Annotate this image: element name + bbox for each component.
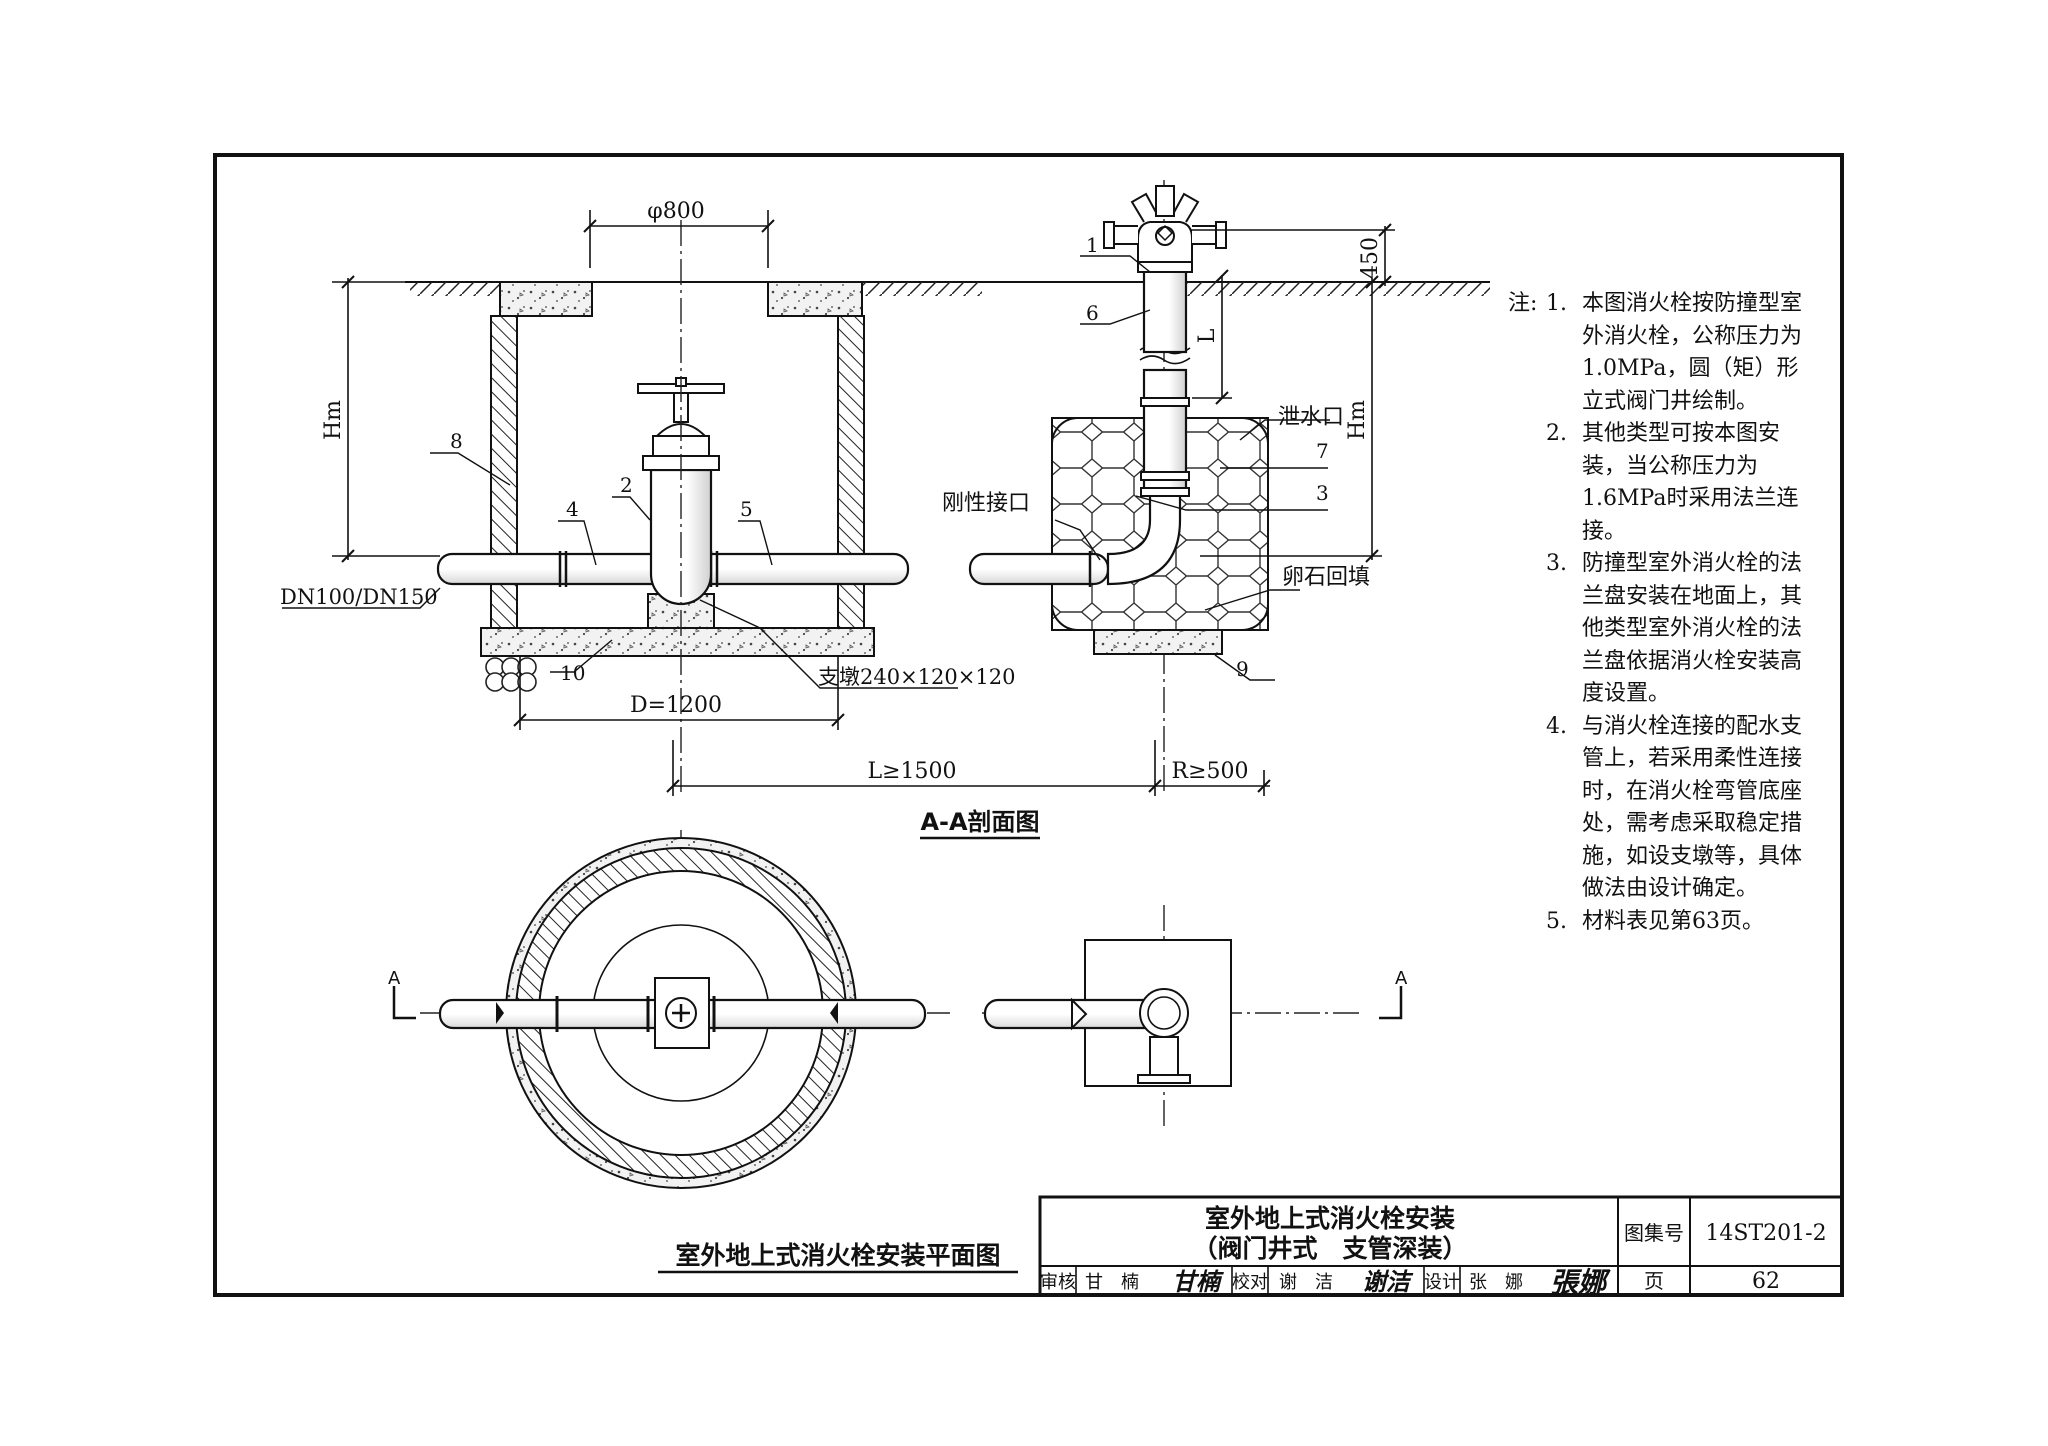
note-number: 3.: [1546, 551, 1567, 576]
designer-signature: 張娜: [1550, 1266, 1611, 1299]
rigid-joint-label: 刚性接口: [942, 491, 1030, 516]
callout-8: 8: [450, 429, 463, 453]
note-text: 与消火栓连接的配水支管上，若采用柔性连接时，在消火栓弯管底座处，需考虑采取稳定措…: [1582, 713, 1803, 902]
checker-signature: 谢洁: [1362, 1267, 1414, 1296]
callout-4: 4: [566, 497, 579, 521]
callout-3: 3: [1316, 481, 1329, 505]
notes-list: 1. 本图消火栓按防撞型室外消火栓，公称压力为1.0MPa，圆（矩）形立式阀门井绘…: [1508, 288, 1808, 938]
dim-phi-text: φ800: [647, 199, 704, 224]
section-mark-left: A: [388, 968, 401, 989]
leader-lines: [282, 255, 1330, 689]
reviewer-name: 甘 楠: [1085, 1272, 1139, 1293]
check-label: 校对: [1232, 1272, 1268, 1293]
checker-name: 谢 洁: [1279, 1272, 1333, 1293]
callout-6: 6: [1086, 301, 1099, 325]
dim-hm-left-text: Hm: [321, 400, 346, 440]
plan-title: 室外地上式消火栓安装平面图: [675, 1241, 1000, 1270]
note-item: 1. 本图消火栓按防撞型室外消火栓，公称压力为1.0MPa，圆（矩）形立式阀门井绘…: [1546, 288, 1808, 418]
note-item: 4. 与消火栓连接的配水支管上，若采用柔性连接时，在消火栓弯管底座处，需考虑采取稳…: [1546, 711, 1808, 906]
plan-view: [392, 837, 1403, 1189]
note-number: 2.: [1546, 421, 1567, 446]
atlas-label: 图集号: [1624, 1221, 1684, 1245]
section-mark-right: A: [1395, 968, 1408, 989]
note-item: 3. 防撞型室外消火栓的法兰盘安装在地面上，其他类型室外消火栓的法兰盘依据消火栓安…: [1546, 548, 1808, 711]
gravel-backfill-label: 卵石回填: [1282, 565, 1370, 590]
note-text: 防撞型室外消火栓的法兰盘安装在地面上，其他类型室外消火栓的法兰盘依据消火栓安装高…: [1582, 551, 1803, 706]
drain-outlet-label: 泄水口: [1278, 405, 1344, 430]
dim-l-horizontal-text: L≥1500: [867, 759, 956, 784]
notes-heading: 注:: [1508, 291, 1538, 316]
note-text: 材料表见第63页。: [1582, 908, 1764, 934]
notes-block: 注: 1. 本图消火栓按防撞型室外消火栓，公称压力为1.0MPa，圆（矩）形立式阀…: [1508, 288, 1808, 938]
note-number: 5.: [1546, 908, 1567, 934]
callout-10: 10: [560, 661, 585, 685]
page-label: 页: [1644, 1269, 1664, 1293]
callout-9: 9: [1236, 657, 1249, 681]
drawing-title-line1: 室外地上式消火栓安装: [1205, 1204, 1455, 1233]
callout-5: 5: [740, 497, 753, 521]
pipe-size-label: DN100/DN150: [280, 585, 438, 609]
dim-r-text: R≥500: [1172, 759, 1249, 784]
reviewer-signature: 甘楠: [1172, 1267, 1224, 1296]
support-pier-label: 支墩240×120×120: [818, 665, 1015, 689]
note-text: 其他类型可按本图安装，当公称压力为1.6MPa时采用法兰连接。: [1582, 421, 1799, 544]
dim-l-vertical-text: L: [1195, 328, 1220, 343]
note-item: 2. 其他类型可按本图安装，当公称压力为1.6MPa时采用法兰连接。: [1546, 418, 1808, 548]
dim-450-text: 450: [1358, 237, 1383, 279]
dim-d-text: D=1200: [630, 693, 722, 718]
callout-7: 7: [1316, 439, 1329, 463]
title-block: [1038, 1195, 1844, 1297]
note-text: 本图消火栓按防撞型室外消火栓，公称压力为1.0MPa，圆（矩）形立式阀门井绘制。: [1582, 291, 1803, 414]
valve-well-section: [405, 281, 1490, 692]
sheet-border: [213, 153, 1844, 1297]
callout-2: 2: [620, 473, 633, 497]
review-label: 审核: [1040, 1272, 1076, 1293]
note-number: 1.: [1546, 291, 1567, 316]
design-label: 设计: [1424, 1272, 1460, 1293]
callout-1: 1: [1086, 233, 1099, 257]
dim-hm-right-text: Hm: [1345, 400, 1370, 440]
note-item: 5. 材料表见第63页。: [1546, 906, 1808, 939]
dimension-lines: [332, 210, 1395, 796]
page-number: 62: [1752, 1269, 1780, 1294]
note-number: 4.: [1546, 713, 1567, 739]
atlas-number: 14ST201-2: [1705, 1221, 1826, 1246]
designer-name: 张 娜: [1469, 1272, 1523, 1293]
drawing-title-line2: （阀门井式 支管深装）: [1192, 1234, 1467, 1263]
section-title: A-A剖面图: [920, 808, 1039, 836]
